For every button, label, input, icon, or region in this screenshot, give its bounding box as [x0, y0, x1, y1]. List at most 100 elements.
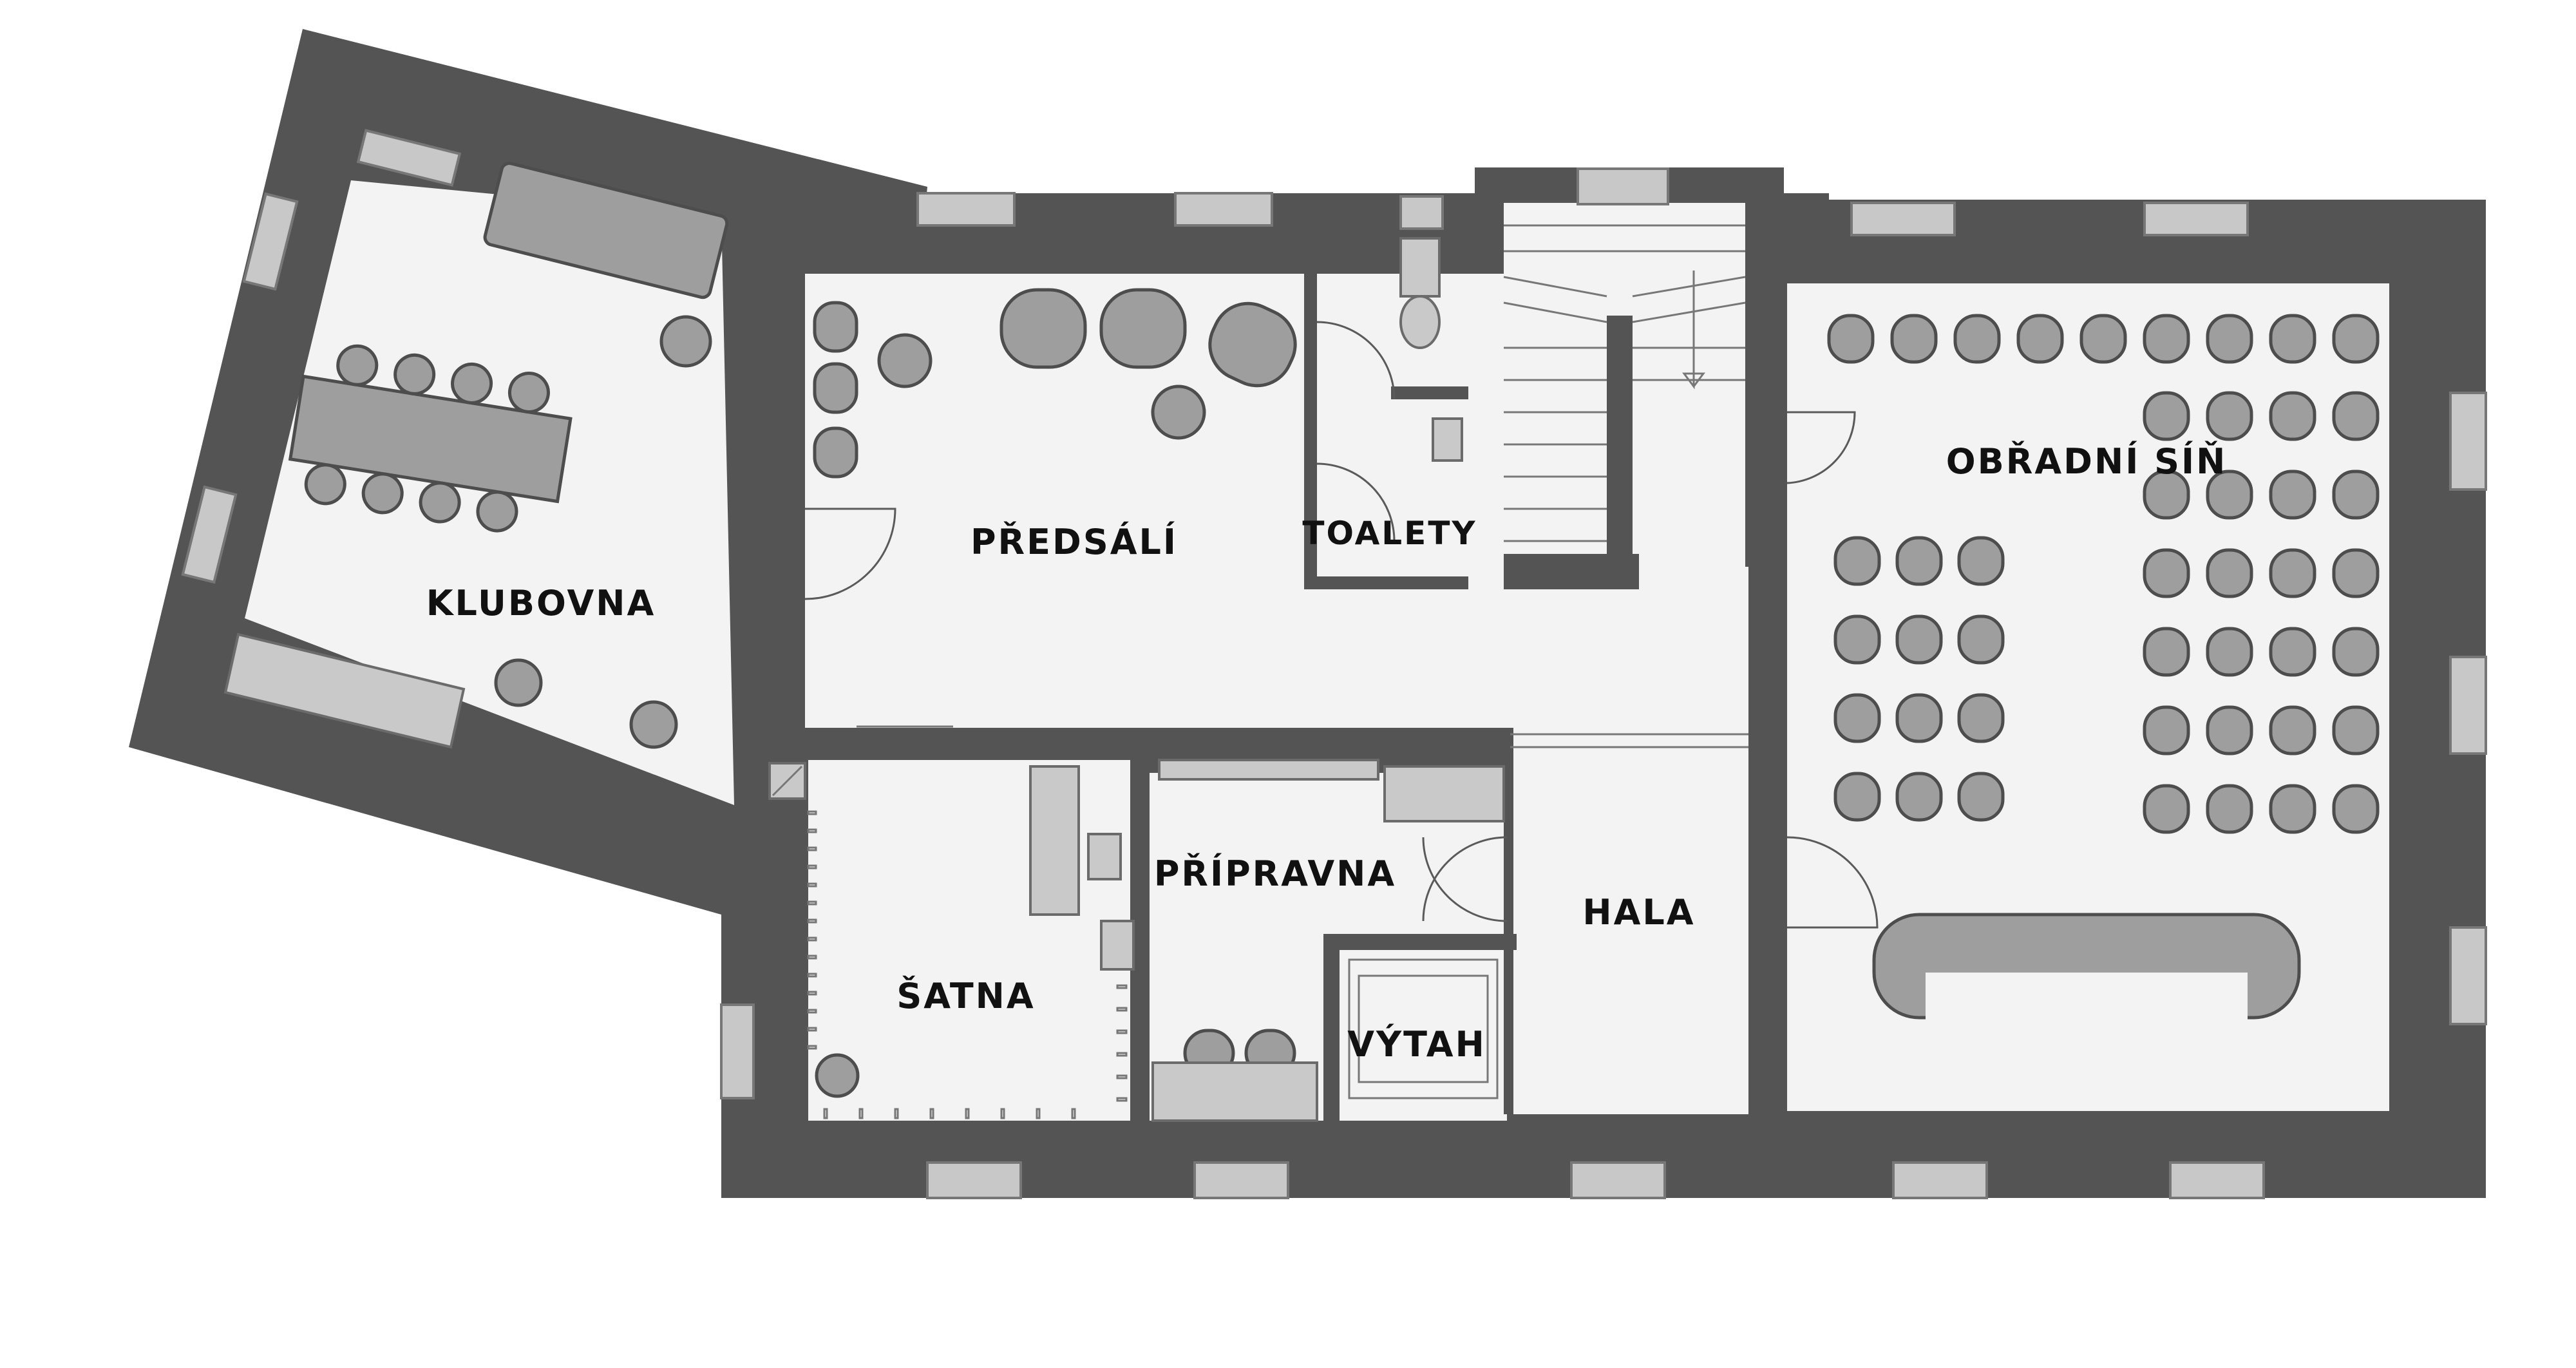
chair-icon	[1895, 772, 1943, 822]
ceremony-table-cutout	[1926, 973, 2248, 1024]
sideboard	[223, 632, 466, 749]
chair-icon	[813, 301, 858, 353]
counter	[1029, 765, 1080, 916]
sink-icon	[1100, 920, 1135, 971]
window	[1570, 1161, 1666, 1199]
elevator-icon	[1348, 958, 1499, 1099]
hook	[807, 918, 817, 924]
hook	[807, 864, 817, 869]
chair-icon	[2206, 705, 2253, 755]
room-label-predsali: PŘEDSÁLÍ	[971, 522, 1178, 562]
chair-icon	[2206, 470, 2253, 520]
chair-icon	[813, 426, 858, 479]
toalety-wall-mid	[1391, 386, 1468, 399]
vytah-wall-left	[1323, 934, 1340, 1121]
chair-icon	[1833, 536, 1881, 586]
chair-icon	[2269, 627, 2316, 677]
chair-icon	[1833, 614, 1881, 665]
hook	[807, 810, 817, 815]
chair-icon	[2332, 548, 2380, 598]
vanity-counter	[1151, 1061, 1318, 1122]
hook	[807, 1009, 817, 1014]
hook	[1116, 984, 1128, 989]
sink-icon	[1087, 833, 1122, 880]
hook	[807, 973, 817, 978]
window	[2143, 202, 2249, 236]
room-label-satna: ŠATNA	[896, 976, 1035, 1016]
chair-icon	[2079, 314, 2127, 364]
obradni-sin-seating	[1827, 314, 2380, 834]
chair-icon	[1895, 614, 1943, 665]
chair-icon	[2206, 784, 2253, 834]
hook	[807, 900, 817, 906]
chair-icon	[419, 481, 461, 524]
hook	[1000, 1108, 1005, 1119]
round-table	[659, 315, 712, 368]
door-swing-icon	[804, 508, 896, 600]
chair-icon	[2206, 314, 2253, 364]
window	[720, 1003, 755, 1099]
toalety-wall-bottom	[1304, 576, 1468, 589]
hook	[1116, 1007, 1128, 1012]
hook	[929, 1108, 934, 1119]
hook	[807, 846, 817, 851]
hala-details	[1422, 411, 1879, 929]
hook	[807, 882, 817, 888]
door-swing-icon	[1422, 837, 1508, 922]
window	[1174, 192, 1273, 227]
toilet-icon	[1399, 237, 1441, 298]
chair-icon	[2269, 784, 2316, 834]
chair-icon	[2143, 705, 2190, 755]
chair-icon	[813, 362, 858, 414]
hook	[894, 1108, 899, 1119]
hook	[807, 991, 817, 996]
window	[1399, 195, 1444, 230]
chair-icon	[2332, 470, 2380, 520]
armchair	[1099, 288, 1187, 369]
chair-icon	[1957, 772, 2005, 822]
windows	[181, 129, 2487, 1199]
chair-icon	[1957, 536, 2005, 586]
chair-icon	[2332, 705, 2380, 755]
chair-icon	[1833, 772, 1881, 822]
predsali-wall-bottom	[805, 728, 1513, 760]
pripravna-fixtures	[1029, 759, 1508, 1122]
cabinet	[1383, 765, 1505, 822]
predsali-furniture	[804, 288, 1297, 728]
hook	[1116, 1052, 1128, 1057]
sink-icon	[1432, 417, 1463, 462]
toilet-icon	[1399, 295, 1441, 349]
chair-icon	[2143, 548, 2190, 598]
chair-icon	[2332, 391, 2380, 441]
side-table	[877, 333, 933, 388]
toalety-fixtures	[1316, 237, 1463, 542]
stair-core	[1607, 316, 1633, 554]
chairs-bottom	[304, 463, 518, 533]
chairs-top	[336, 344, 550, 414]
chair-icon	[2269, 705, 2316, 755]
stair-arrow-icon	[1682, 271, 1705, 390]
hook	[807, 1045, 817, 1050]
chair-icon	[1953, 314, 2001, 364]
window	[2449, 926, 2487, 1025]
conference-table	[288, 374, 573, 504]
chair-icon	[1827, 314, 1875, 364]
room-label-klubovna: KLUBOVNA	[426, 583, 656, 623]
chair-icon	[1895, 536, 1943, 586]
hala-floor	[1510, 567, 1748, 1114]
chair-icon	[2143, 314, 2190, 364]
chair-icon	[494, 658, 543, 707]
coat-stand	[815, 1053, 860, 1098]
chair-icon	[2269, 314, 2316, 364]
chair-icon	[2206, 627, 2253, 677]
chair-icon	[2332, 627, 2380, 677]
hook	[1116, 1074, 1128, 1079]
hook	[858, 1108, 864, 1119]
chair-icon	[2269, 470, 2316, 520]
chair-icon	[304, 463, 346, 506]
chair-icon	[629, 700, 678, 749]
vytah-wall	[1323, 934, 1517, 950]
partitions	[805, 274, 1787, 1121]
window	[1193, 1161, 1289, 1199]
